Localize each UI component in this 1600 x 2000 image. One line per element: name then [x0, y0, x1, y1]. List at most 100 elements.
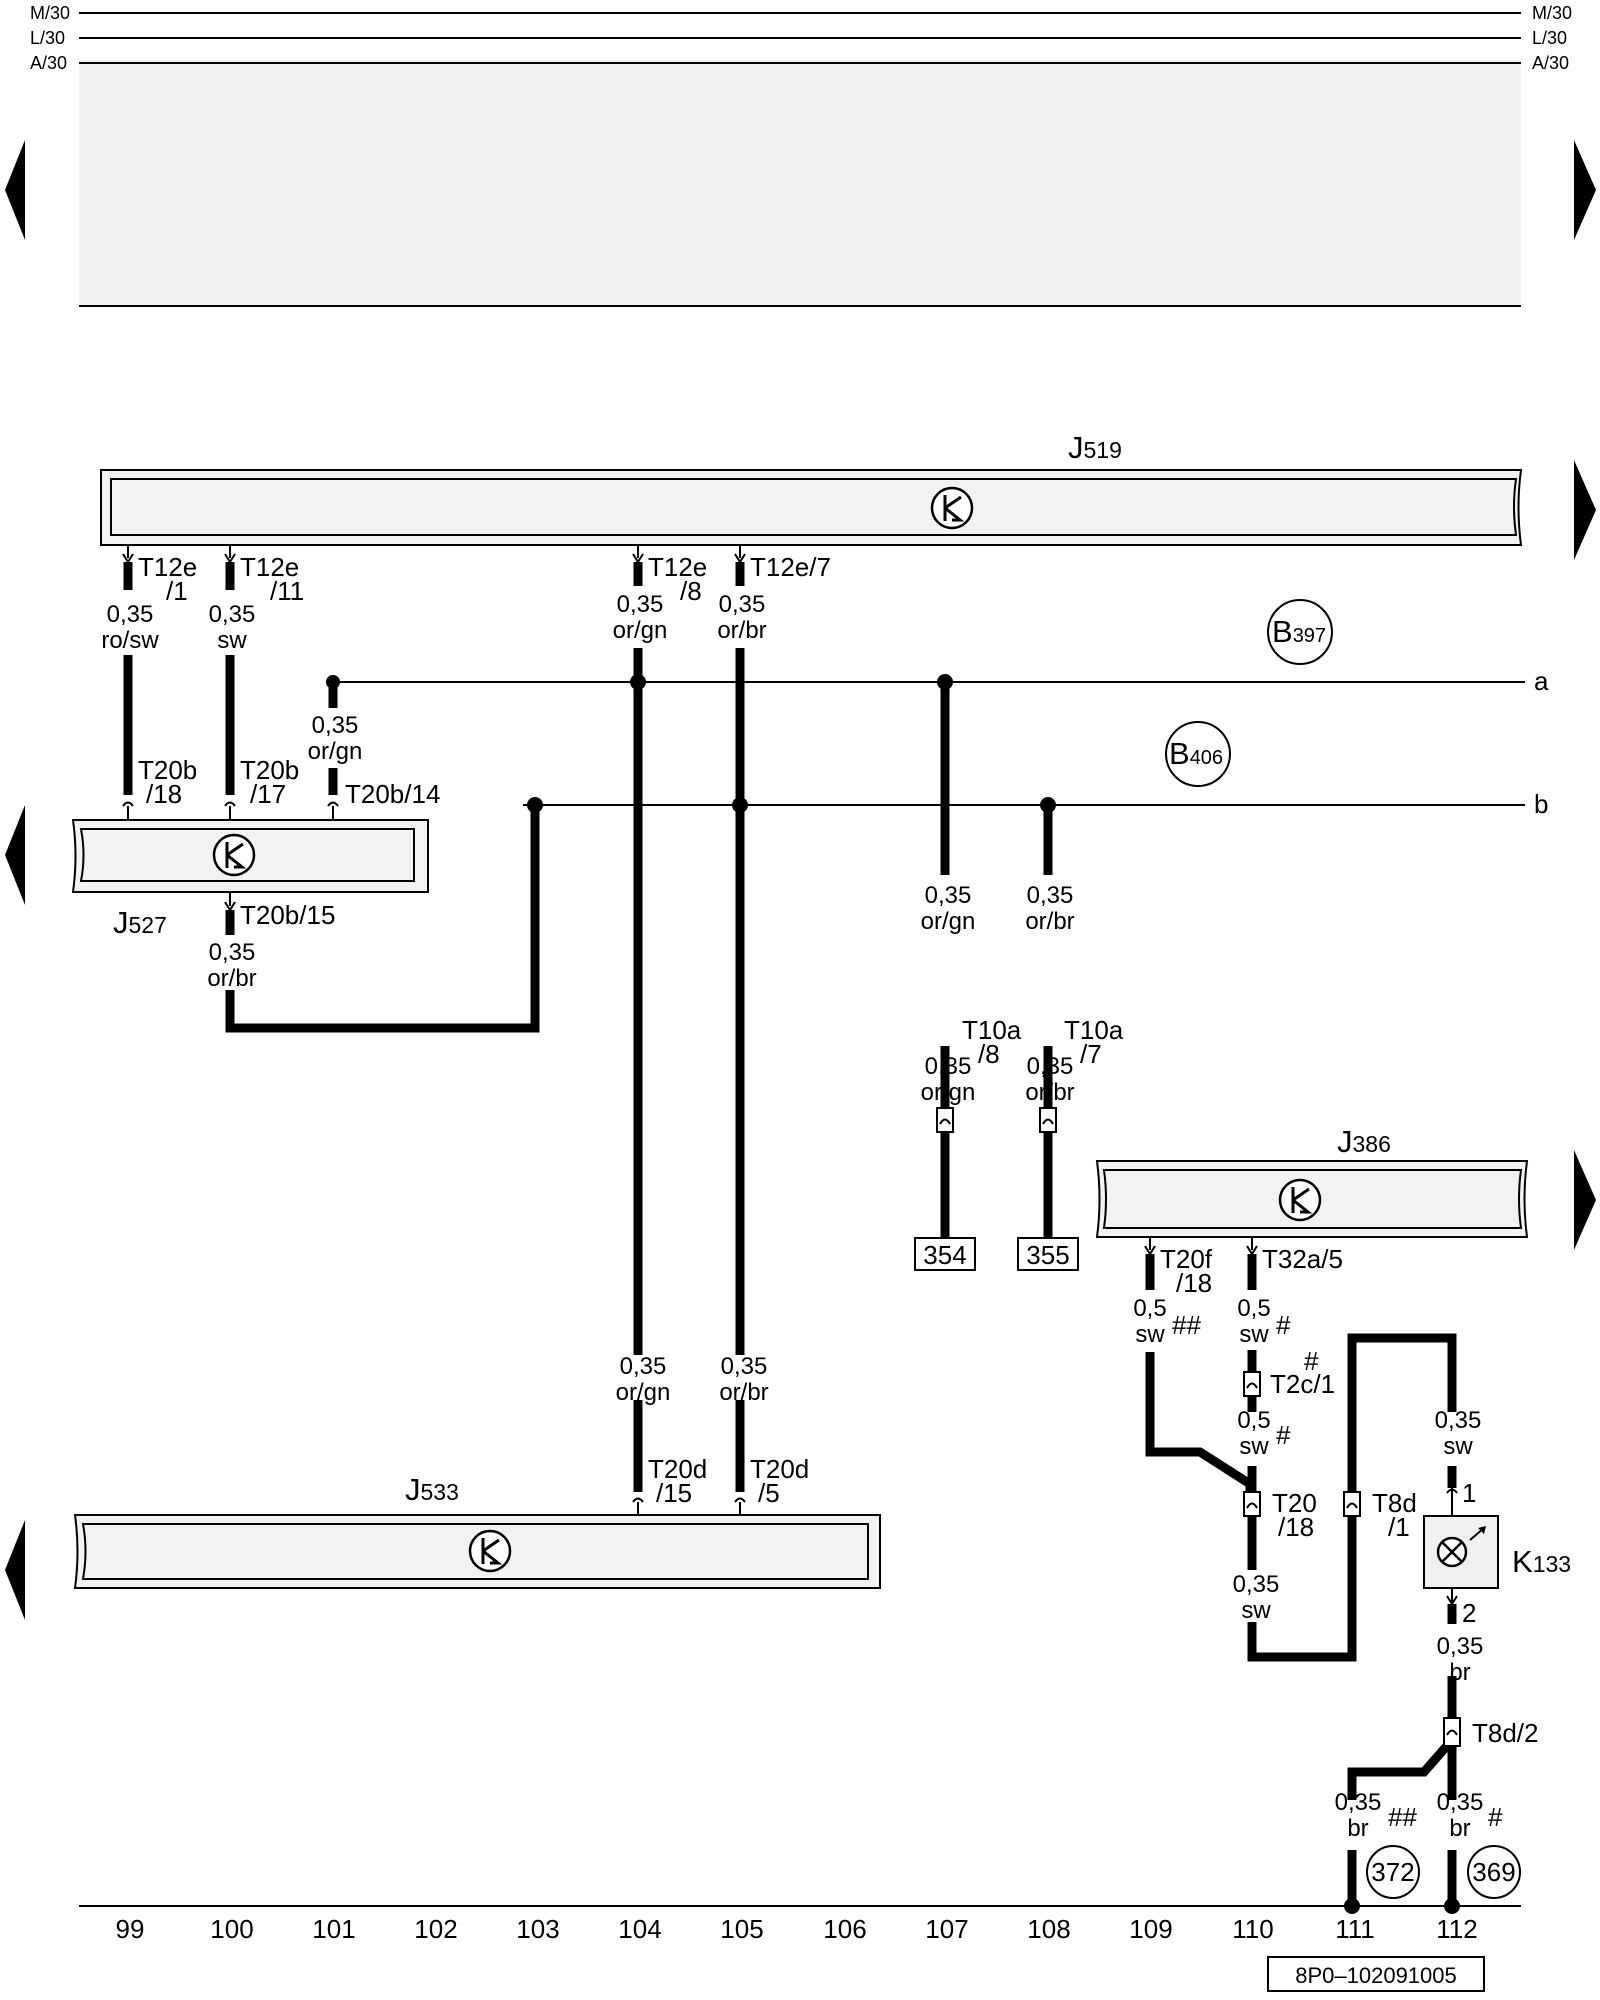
lamp-icon [1436, 1526, 1486, 1568]
b397-circle [1267, 599, 1333, 665]
j386-control-unit: J386 [1095, 1124, 1529, 1238]
bus-background [79, 60, 1521, 306]
supply-bus-area: M/30 L/30 A/30 M/30 L/30 A/30 [30, 3, 1572, 307]
hash-mark: # [1276, 1420, 1291, 1450]
connector-t10a-7: T10a/7 [1064, 1015, 1124, 1069]
connector-t8d-1: T8d/1 [1372, 1488, 1417, 1542]
bus-label-m30-left: M/30 [30, 3, 70, 23]
k133-box [1423, 1515, 1499, 1589]
connector-t8d-2: T8d/2 [1472, 1718, 1539, 1748]
j519-inner-box [110, 478, 1518, 536]
ref-354-label: 354 [923, 1240, 966, 1270]
ref-box-354 [914, 1237, 976, 1271]
wire-segment [1347, 1333, 1457, 1492]
b406-circle [1165, 721, 1231, 787]
b406-splice: B406 [1165, 721, 1231, 787]
doc-number-label: 8P0–102091005 [1295, 1963, 1457, 1988]
column-number: 110 [1232, 1914, 1273, 1944]
bus-lines-ab: a b B397 B406 [333, 599, 1549, 819]
page-next-arrow-3 [1574, 1150, 1596, 1250]
hash-mark: # [1304, 1346, 1319, 1376]
connector-t12e-1: T12e/1 [138, 552, 197, 606]
pin-arrow [1446, 1595, 1458, 1606]
column-number: 107 [925, 1914, 968, 1944]
page-prev-arrow-1 [5, 140, 25, 240]
connector-icon [1039, 1107, 1057, 1133]
wire-segment [1247, 1516, 1357, 1662]
j527-control-unit: J527 [71, 819, 429, 940]
variant-marks: ## # # # ## # [1172, 1310, 1503, 1832]
connector-t20b-17: T20b/17 [240, 755, 299, 809]
j533-control-unit: J533 [73, 1472, 881, 1589]
connector-t20d-15: T20d/15 [648, 1454, 707, 1508]
ref-box-355 [1017, 1237, 1079, 1271]
electronic-unit-symbol-icon [1278, 1178, 1322, 1222]
k133-pin-2: 2 [1462, 1598, 1476, 1628]
connector-t10a-8: T10a/8 [962, 1015, 1022, 1069]
wire-segment [225, 805, 540, 1033]
column-number: 105 [720, 1914, 763, 1944]
j527-label: J527 [113, 905, 167, 940]
connector-t20-18: T20/18 [1272, 1488, 1317, 1542]
inline-connectors [936, 1107, 1461, 1747]
connector-t12e-8: T12e/8 [648, 552, 707, 606]
connector-t12e-7: T12e/7 [750, 552, 831, 582]
k133-label: K133 [1512, 1544, 1571, 1579]
bus-label-l30-left: L/30 [30, 28, 65, 48]
electronic-unit-symbol-icon [212, 833, 256, 877]
connector-t20b-15: T20b/15 [240, 900, 335, 930]
connector-icon [936, 1107, 954, 1133]
connector-t20f-18: T20f/18 [1160, 1244, 1213, 1298]
k133-pin-1: 1 [1462, 1478, 1476, 1508]
connector-icon [1343, 1491, 1361, 1517]
connector-t20b-18: T20b/18 [138, 755, 197, 809]
connector-t2c-1: T2c/1 [1270, 1369, 1335, 1399]
column-number: 111 [1335, 1914, 1375, 1944]
j519-control-unit: J519 [100, 430, 1523, 546]
b406-label: B406 [1169, 736, 1223, 771]
ref-369-label: 369 [1472, 1857, 1515, 1887]
connector-icon [1243, 1491, 1261, 1517]
page-next-arrow-2 [1574, 460, 1596, 560]
connector-t12e-11: T12e/11 [240, 552, 304, 606]
j533-label: J533 [405, 1472, 459, 1507]
bus-label-l30-right: L/30 [1532, 28, 1567, 48]
wire-segment [1145, 1352, 1255, 1492]
line-b-end-label: b [1534, 789, 1548, 819]
column-number: 112 [1436, 1914, 1477, 1944]
hash-mark: # [1488, 1802, 1503, 1832]
bus-label-a30-left: A/30 [30, 53, 67, 73]
page-arrows [5, 140, 1596, 1620]
ref-355-label: 355 [1026, 1240, 1069, 1270]
electronic-unit-symbol-icon [468, 1529, 512, 1573]
ref-circle-372 [1366, 1845, 1420, 1899]
connector-t20d-5: T20d/5 [750, 1454, 809, 1508]
ref-circle-369 [1467, 1845, 1521, 1899]
hash-mark: # [1276, 1310, 1291, 1340]
column-number: 101 [312, 1914, 355, 1944]
bus-label-m30-right: M/30 [1532, 3, 1572, 23]
column-number: 109 [1129, 1914, 1172, 1944]
pin-arc [1446, 1488, 1458, 1494]
line-a-end-label: a [1534, 666, 1549, 696]
column-number: 104 [618, 1914, 661, 1944]
column-number: 100 [210, 1914, 253, 1944]
